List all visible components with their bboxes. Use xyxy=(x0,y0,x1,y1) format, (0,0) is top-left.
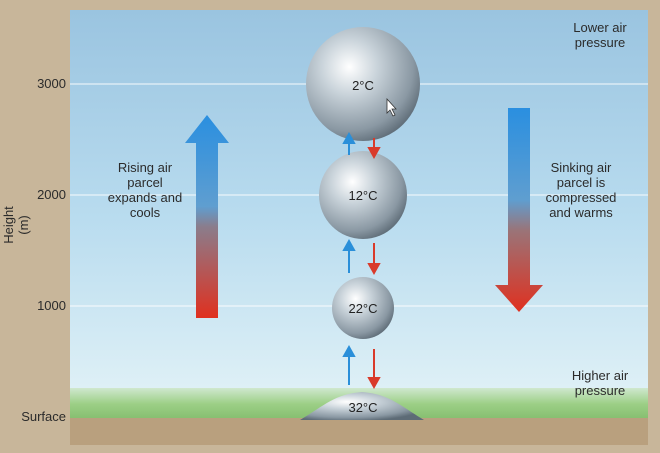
rising-arrow xyxy=(185,115,229,318)
rising-label: Rising air parcel expands and cools xyxy=(107,160,183,220)
temp-1000: 22°C xyxy=(348,301,378,316)
small-up-arrows xyxy=(342,131,356,385)
temp-3000: 2°C xyxy=(352,78,374,93)
tick-3000: 3000 xyxy=(37,76,66,91)
y-axis-label: Height (m) xyxy=(1,206,31,244)
parcel-1000 xyxy=(332,277,394,339)
tick-1000: 1000 xyxy=(37,298,66,313)
lower-pressure-label: Lower air pressure xyxy=(573,20,627,50)
surface-parcel xyxy=(300,392,424,420)
temp-surface: 32°C xyxy=(348,400,378,415)
temp-2000: 12°C xyxy=(348,188,378,203)
parcel-2000 xyxy=(319,151,407,239)
small-down-arrows xyxy=(367,138,381,390)
cursor-icon xyxy=(386,97,397,117)
tick-surface: Surface xyxy=(21,409,66,424)
tick-2000: 2000 xyxy=(37,187,66,202)
sinking-label: Sinking air parcel is compressed and war… xyxy=(545,160,617,220)
sinking-arrow xyxy=(495,108,543,312)
higher-pressure-label: Higher air pressure xyxy=(571,368,629,398)
ground xyxy=(70,418,648,445)
